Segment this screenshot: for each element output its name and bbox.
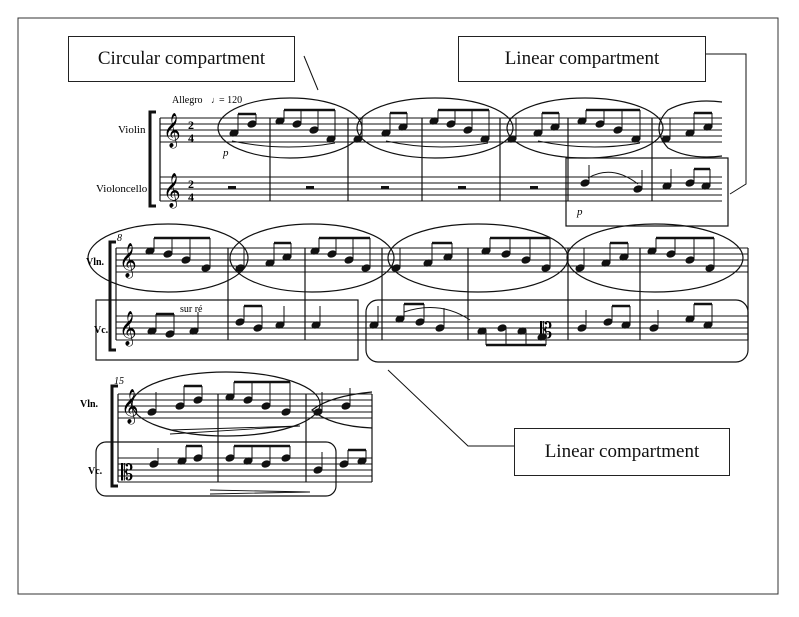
instrument-cello: Violoncello xyxy=(96,183,148,195)
linear-compartment xyxy=(95,441,337,497)
system-1: 𝄞 𝄞 2 4 2 4 xyxy=(148,97,729,227)
tempo-value: = 120 xyxy=(219,95,242,106)
treble-clef-icon: 𝄞 xyxy=(121,389,139,425)
time-sig-top: 2 xyxy=(188,177,194,191)
cello-staff-1 xyxy=(160,176,722,202)
time-sig-bottom: 4 xyxy=(188,131,194,145)
tempo-text: Allegro xyxy=(172,95,203,106)
callout-text: Linear compartment xyxy=(504,48,660,69)
violin-staff-3 xyxy=(118,393,372,419)
circular-compartment xyxy=(217,97,723,159)
circular-compartment xyxy=(131,371,321,437)
cello-notes-3 xyxy=(148,444,368,475)
cello-notes-2 xyxy=(146,302,714,347)
treble-clef-icon: 𝄞 xyxy=(163,113,181,149)
cello-rests-1 xyxy=(228,186,538,189)
treble-clef-icon: 𝄞 xyxy=(163,173,181,209)
callout-connectors xyxy=(303,53,747,447)
instrument-violin: Violin xyxy=(118,124,146,136)
linear-compartment xyxy=(95,299,359,361)
circular-compartment xyxy=(87,223,744,293)
callout-linear-compartment-top: Linear compartment xyxy=(458,36,706,82)
measure-number: 15 xyxy=(114,376,124,387)
circular-compartment xyxy=(311,391,373,429)
callout-text: Circular compartment xyxy=(97,48,266,69)
tempo-note-icon: ♩ xyxy=(211,95,220,105)
system-bracket xyxy=(148,110,156,208)
slurs-1 xyxy=(231,140,641,148)
violin-notes-2 xyxy=(144,236,716,273)
alto-clef-icon: 𝄡 xyxy=(121,461,133,486)
hairpins xyxy=(169,425,311,495)
linear-compartment xyxy=(565,157,729,227)
callout-text: Linear compartment xyxy=(544,441,700,462)
violin-abbr: Vln. xyxy=(86,257,105,268)
barlines-3 xyxy=(117,394,373,482)
cello-abbr: Vc. xyxy=(88,466,103,477)
cello-staff-3 xyxy=(118,457,372,483)
system-bracket xyxy=(110,384,118,488)
system-2: 𝄞 𝄞 𝄡 xyxy=(87,223,749,363)
barlines-1 xyxy=(159,118,653,201)
callout-circular-compartment: Circular compartment xyxy=(68,36,295,82)
system-3: 𝄞 𝄡 xyxy=(95,371,373,497)
string-marking: sur ré xyxy=(180,304,203,315)
cello-staff-2 xyxy=(116,315,748,341)
time-sig-top: 2 xyxy=(188,118,194,132)
dynamic-marking: p xyxy=(222,147,229,159)
treble-clef-icon: 𝄞 xyxy=(119,311,137,347)
linear-compartment xyxy=(365,299,749,363)
treble-clef-icon: 𝄞 xyxy=(119,243,137,279)
measure-number: 8 xyxy=(117,233,122,244)
violin-notes-3 xyxy=(146,380,352,417)
violin-notes-1 xyxy=(228,108,714,144)
time-sig-bottom: 4 xyxy=(188,190,194,204)
cello-notes-1 xyxy=(579,165,712,194)
violin-abbr: Vln. xyxy=(80,399,99,410)
callout-linear-compartment-bottom: Linear compartment xyxy=(514,428,730,476)
cello-abbr: Vc. xyxy=(94,325,109,336)
dynamic-marking: p xyxy=(576,206,583,218)
page-frame xyxy=(17,17,779,595)
system-bracket xyxy=(108,240,116,352)
